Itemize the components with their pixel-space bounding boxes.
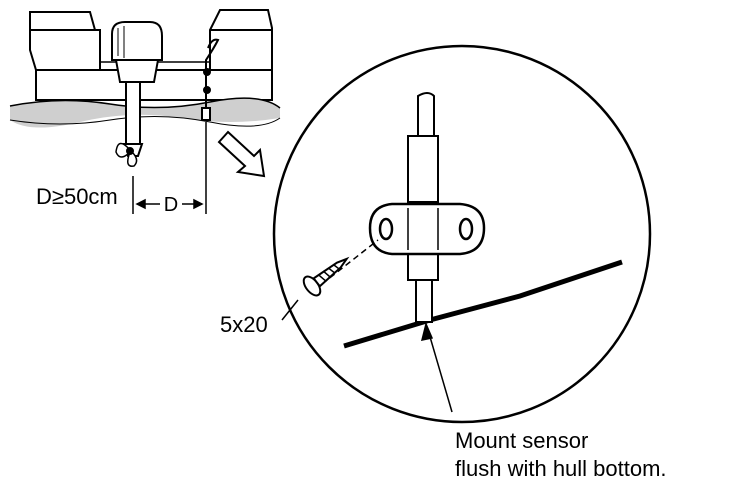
screw-icon <box>302 239 379 297</box>
distance-rule-label: D≥50cm <box>36 184 118 209</box>
water-surface <box>9 97 281 128</box>
outboard-motor <box>111 21 163 167</box>
screw-size-label: 5x20 <box>220 312 268 337</box>
instruction-line-2: flush with hull bottom. <box>455 456 667 481</box>
transducer-cable <box>201 38 220 121</box>
screw-size-leader <box>281 299 299 321</box>
hull-bottom-line <box>343 259 623 349</box>
boat-stern-illustration <box>29 9 273 101</box>
instruction-line-1: Mount sensor <box>455 428 588 453</box>
mounting-clamp <box>368 202 486 256</box>
distance-marker-label: D <box>164 194 178 216</box>
distance-dimension <box>132 122 207 214</box>
sensor-tube <box>407 92 439 323</box>
diagonal-arrow-icon <box>217 130 266 178</box>
instruction-leader <box>420 321 453 413</box>
